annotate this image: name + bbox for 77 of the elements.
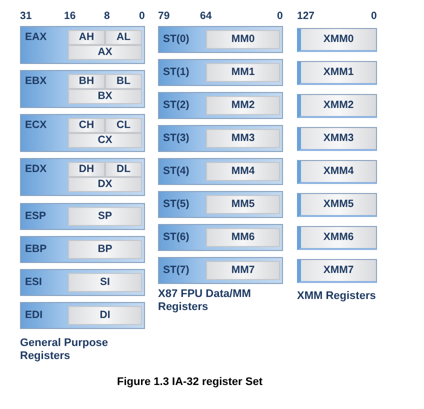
register-block [20,158,145,196]
register-block: XMM4 [297,160,377,184]
register-block: XMM2 [297,94,377,118]
register-block [158,125,283,152]
register-name: EAX [25,30,47,45]
subregister-block: MM0 [206,30,280,49]
bit-number: 16 [64,10,76,22]
register-block [20,269,145,296]
register-block [20,114,145,152]
subregister-block: MM5 [206,195,280,214]
subregister-block: SI [68,273,142,292]
register-name: ST(4) [163,164,190,179]
register-name: ST(6) [163,230,190,245]
subregister-block: DX [68,177,142,192]
subregister-block: MM7 [206,261,280,280]
bit-number: 31 [20,10,32,22]
subregister-block: BX [68,89,142,104]
subregister-block: CH [68,118,105,133]
register-name: ST(2) [163,98,190,113]
register-block [20,203,145,230]
register-block [158,224,283,251]
register-block: XMM1 [297,61,377,85]
register-name: ST(0) [163,32,190,47]
subregister-block: MM4 [206,162,280,181]
register-block: XMM6 [297,226,377,250]
subregister-block: DL [105,162,142,177]
group-label: XMM Registers [297,290,377,303]
register-name: ST(7) [163,263,190,278]
register-block: XMM0 [297,28,377,52]
register-name: ST(1) [163,65,190,80]
group-label: X87 FPU Data/MM Registers [158,288,252,314]
subregister-block: AL [105,30,142,45]
register-block [20,236,145,263]
subregister-block: MM1 [206,63,280,82]
bit-number: 79 [158,10,170,22]
subregister-block: DH [68,162,105,177]
register-block [158,257,283,284]
register-block [158,59,283,86]
register-block: XMM5 [297,193,377,217]
figure-caption: Figure 1.3 IA-32 register Set [117,376,262,388]
subregister-block: AX [68,45,142,60]
register-block [158,158,283,185]
register-block [158,92,283,119]
register-name: ST(5) [163,197,190,212]
register-name: EBP [25,242,47,257]
bit-number: 8 [104,10,110,22]
register-block: XMM7 [297,259,377,283]
register-name: ESP [25,209,46,224]
register-block [20,70,145,108]
subregister-block: CX [68,133,142,148]
register-name: ST(3) [163,131,190,146]
register-name: EDI [25,308,43,323]
bit-number: 127 [297,10,315,22]
register-name: EDX [25,162,47,177]
bit-number: 0 [371,10,377,22]
group-label: General Purpose Registers [20,337,110,363]
subregister-block: MM2 [206,96,280,115]
register-name: EBX [25,74,47,89]
register-block [20,302,145,329]
subregister-block: CL [105,118,142,133]
subregister-block: AH [68,30,105,45]
subregister-block: DI [68,306,142,325]
register-block [158,26,283,53]
register-name: ESI [25,275,42,290]
subregister-block: SP [68,207,142,226]
register-block [158,191,283,218]
subregister-block: BP [68,240,142,259]
subregister-block: MM3 [206,129,280,148]
subregister-block: BH [68,74,105,89]
register-block: XMM3 [297,127,377,151]
bit-number: 0 [277,10,283,22]
register-block [20,26,145,64]
bit-number: 0 [139,10,145,22]
subregister-block: BL [105,74,142,89]
register-name: ECX [25,118,47,133]
bit-number: 64 [200,10,212,22]
subregister-block: MM6 [206,228,280,247]
